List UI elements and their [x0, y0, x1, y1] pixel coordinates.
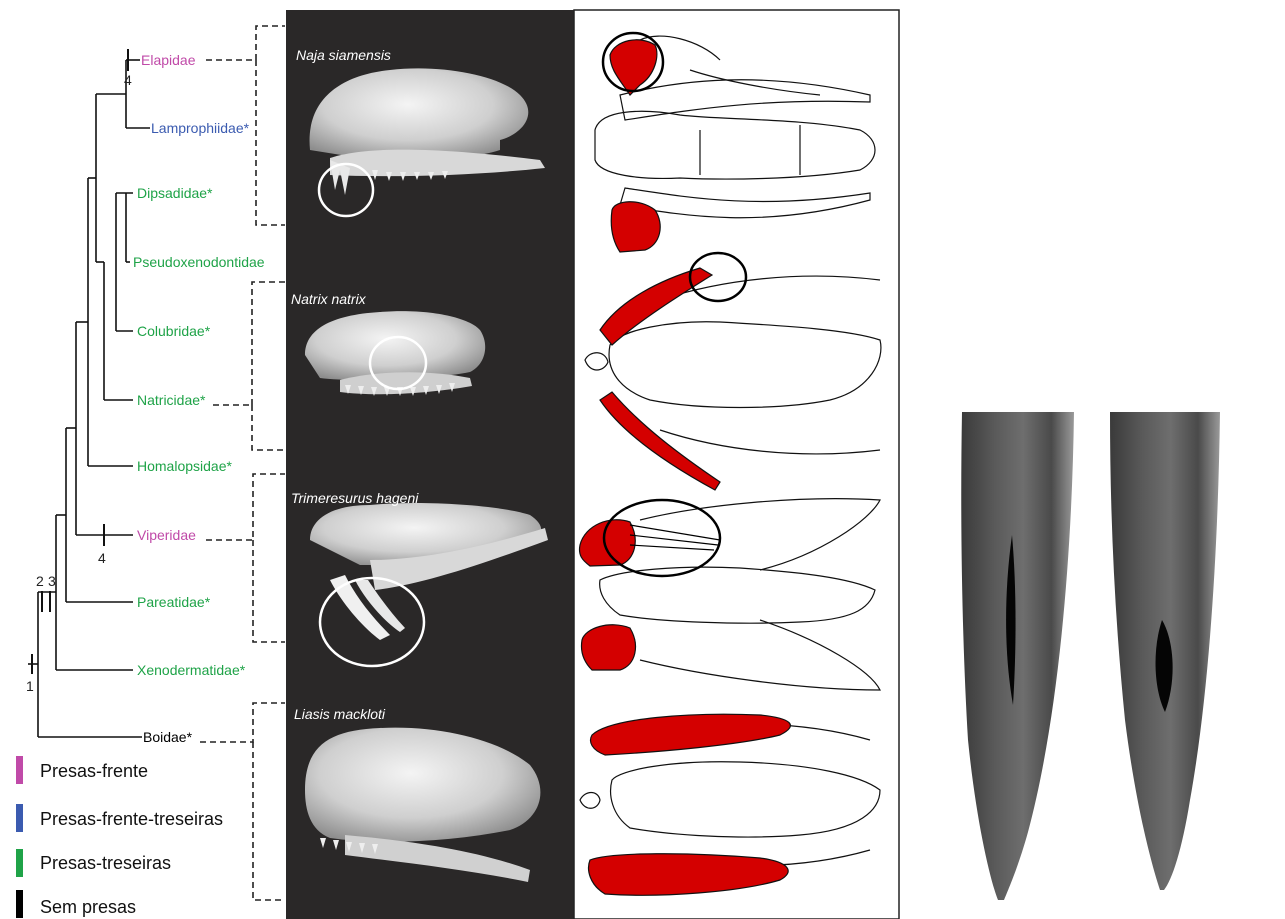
taxon-lamprophiidae: Lamprophiidae* — [151, 120, 250, 136]
legend-label-front-rear-fanged: Presas-frente-treseiras — [40, 809, 223, 829]
legend-label-front-fanged: Presas-frente — [40, 761, 148, 781]
micrograph-background — [905, 398, 1280, 919]
node-label-viperidae: 4 — [98, 550, 106, 566]
node-label-1: 1 — [26, 678, 34, 694]
legend-label-fangless: Sem presas — [40, 897, 136, 917]
skull-photo-panel: Naja siamensis Natrix natrix Trimeresuru… — [286, 10, 574, 919]
taxon-homalopsidae: Homalopsidae* — [137, 458, 232, 474]
species-label-naja: Naja siamensis — [296, 47, 391, 63]
taxon-labels: Elapidae Lamprophiidae* Dipsadidae* Pseu… — [133, 52, 265, 745]
legend-swatch-front-fanged — [16, 756, 23, 784]
skull-drawing-panel — [574, 10, 899, 919]
legend-swatch-fangless — [16, 890, 23, 918]
taxon-viperidae: Viperidae — [137, 527, 196, 543]
species-label-liasis: Liasis mackloti — [294, 706, 386, 722]
taxon-dipsadidae: Dipsadidae* — [137, 185, 213, 201]
legend: Presas-frente Presas-frente-treseiras Pr… — [16, 756, 223, 918]
legend-swatch-rear-fanged — [16, 849, 23, 877]
species-label-trimeresurus: Trimeresurus hageni — [291, 490, 419, 506]
legend-label-rear-fanged: Presas-treseiras — [40, 853, 171, 873]
taxon-xenodermatidae: Xenodermatidae* — [137, 662, 246, 678]
taxon-elapidae: Elapidae — [141, 52, 196, 68]
taxon-natricidae: Natricidae* — [137, 392, 206, 408]
taxon-boidae: Boidae* — [143, 729, 193, 745]
fang-micrographs — [905, 398, 1280, 919]
drawing-panel-frame — [574, 10, 899, 919]
phylogeny-tree — [28, 49, 150, 737]
taxon-pareatidae: Pareatidae* — [137, 594, 211, 610]
taxon-pseudoxenodontidae: Pseudoxenodontidae — [133, 254, 265, 270]
node-label-2: 2 — [36, 573, 44, 589]
taxon-colubridae: Colubridae* — [137, 323, 211, 339]
legend-swatch-front-rear-fanged — [16, 804, 23, 832]
species-label-natrix: Natrix natrix — [291, 291, 367, 307]
node-label-elapidae: 4 — [124, 72, 132, 88]
node-label-3: 3 — [48, 573, 56, 589]
